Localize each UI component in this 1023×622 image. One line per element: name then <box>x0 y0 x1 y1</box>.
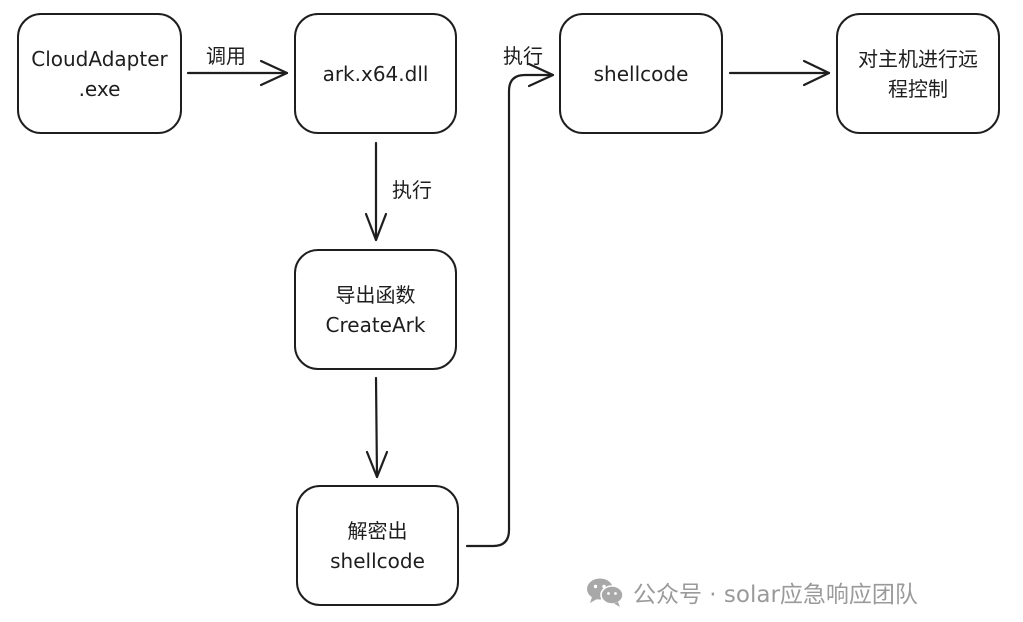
node-remote-control: 对主机进行远 程控制 <box>836 13 1000 134</box>
node-cloudadapter-line1: CloudAdapter <box>31 46 168 71</box>
arrow-execute-1 <box>364 141 388 242</box>
arrow-execute-2 <box>465 62 555 548</box>
node-decrypt-shellcode: 解密出 shellcode <box>296 485 459 606</box>
node-cloudadapter: CloudAdapter .exe <box>17 13 182 134</box>
arrow-shellcode-to-remote <box>728 59 831 87</box>
node-decrypt-line2: shellcode <box>330 548 425 573</box>
node-ark-dll: ark.x64.dll <box>294 13 457 134</box>
node-remote-control-line1: 对主机进行远 <box>858 46 978 71</box>
node-remote-control-line2: 程控制 <box>888 76 948 101</box>
node-export-function: 导出函数 CreateArk <box>294 249 457 370</box>
node-export-function-line2: CreateArk <box>325 312 426 337</box>
node-shellcode: shellcode <box>559 13 723 134</box>
wechat-icon <box>587 578 624 607</box>
node-export-function-line1: 导出函数 <box>335 282 416 307</box>
watermark: 公众号 · solar应急响应团队 <box>585 574 918 610</box>
arrow-call <box>186 59 289 87</box>
node-shellcode-line1: shellcode <box>593 61 689 86</box>
edge-label-execute-1: 执行 <box>392 178 432 202</box>
edge-label-call: 调用 <box>206 44 246 68</box>
node-cloudadapter-line2: .exe <box>78 76 121 101</box>
edge-label-execute-2: 执行 <box>503 44 543 68</box>
watermark-text: 公众号 · solar应急响应团队 <box>633 582 918 608</box>
node-ark-dll-line1: ark.x64.dll <box>322 61 429 86</box>
node-decrypt-line1: 解密出 <box>347 518 408 543</box>
arrow-export-to-decrypt <box>365 376 389 479</box>
